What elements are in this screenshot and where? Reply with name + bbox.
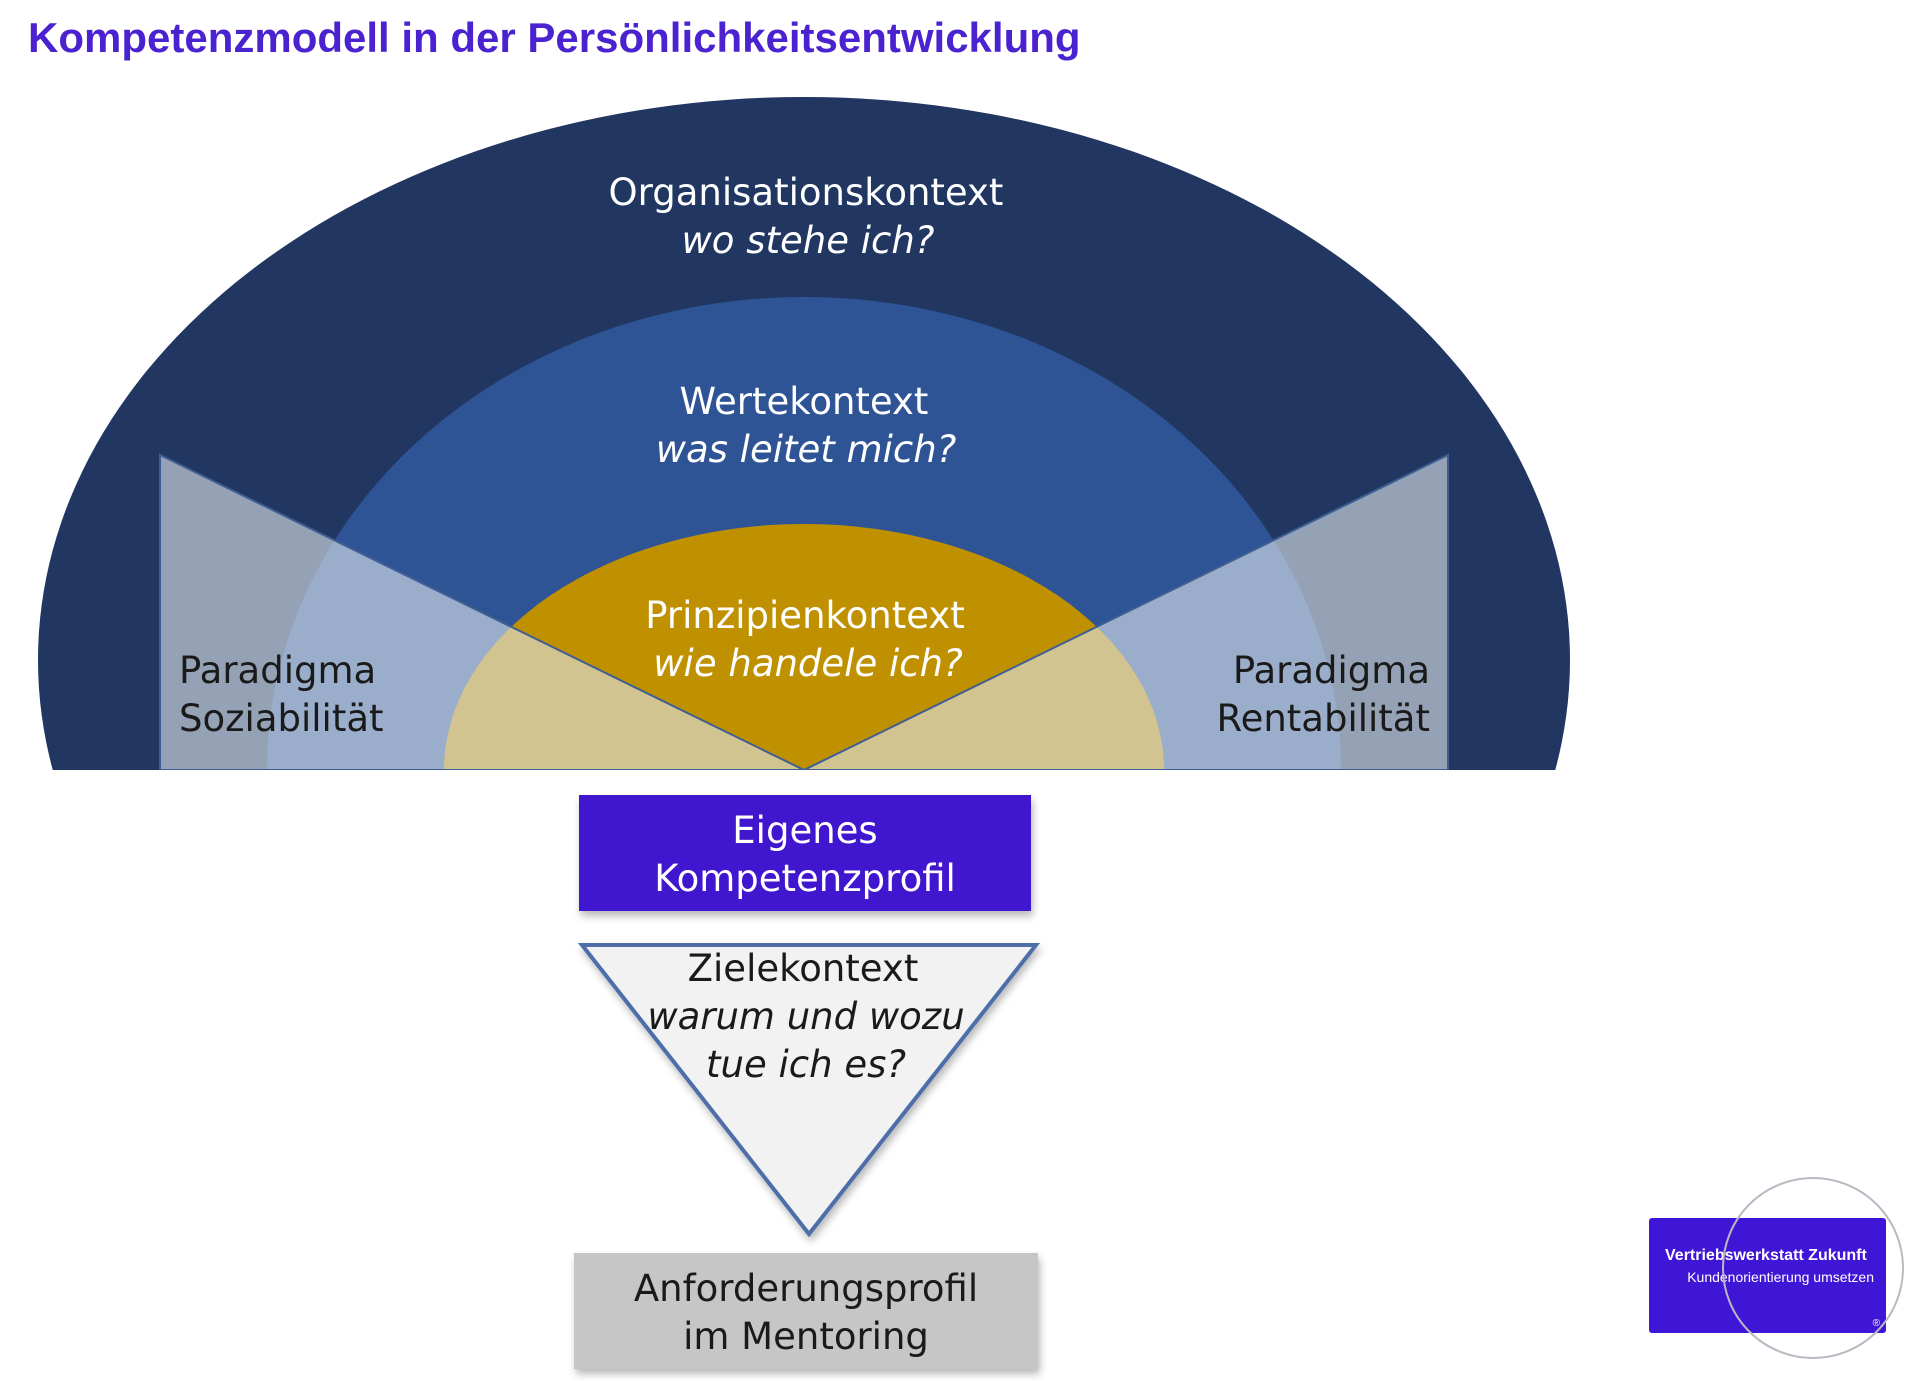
anforderungsprofil-box xyxy=(574,1253,1038,1369)
werte-label: Wertekontext xyxy=(680,380,929,423)
eigenes-kompetenzprofil-box xyxy=(579,795,1031,911)
brand-ring-decoration xyxy=(1722,1177,1904,1359)
eigenes-line1: Eigenes xyxy=(732,809,877,852)
ziele-label: Zielekontext xyxy=(688,947,919,990)
werte-question: was leitet mich? xyxy=(656,428,957,471)
paradigm-right-line1: Paradigma xyxy=(1233,649,1430,692)
anforderungsprofil-line2: im Mentoring xyxy=(683,1315,929,1358)
organisation-label: Organisationskontext xyxy=(609,171,1004,214)
prinzipien-question: wie handele ich? xyxy=(653,642,962,685)
paradigm-left-line1: Paradigma xyxy=(179,649,376,692)
paradigm-overlay-right xyxy=(803,453,1449,770)
paradigm-overlay-left xyxy=(159,453,805,770)
page-title: Kompetenzmodell in der Persönlichkeitsen… xyxy=(28,14,1081,61)
anforderungsprofil-line1: Anforderungsprofil xyxy=(634,1267,978,1310)
ziele-question-line2: tue ich es? xyxy=(706,1043,906,1086)
eigenes-line2: Kompetenzprofil xyxy=(654,857,956,900)
paradigm-left-line2: Soziabilität xyxy=(179,697,384,740)
organisation-question: wo stehe ich? xyxy=(682,219,935,262)
paradigm-right-line2: Rentabilität xyxy=(1217,697,1430,740)
ziele-question-line1: warum und wozu xyxy=(647,995,964,1038)
zielekontext-triangle xyxy=(577,943,1041,1238)
prinzipien-label: Prinzipienkontext xyxy=(645,594,965,637)
